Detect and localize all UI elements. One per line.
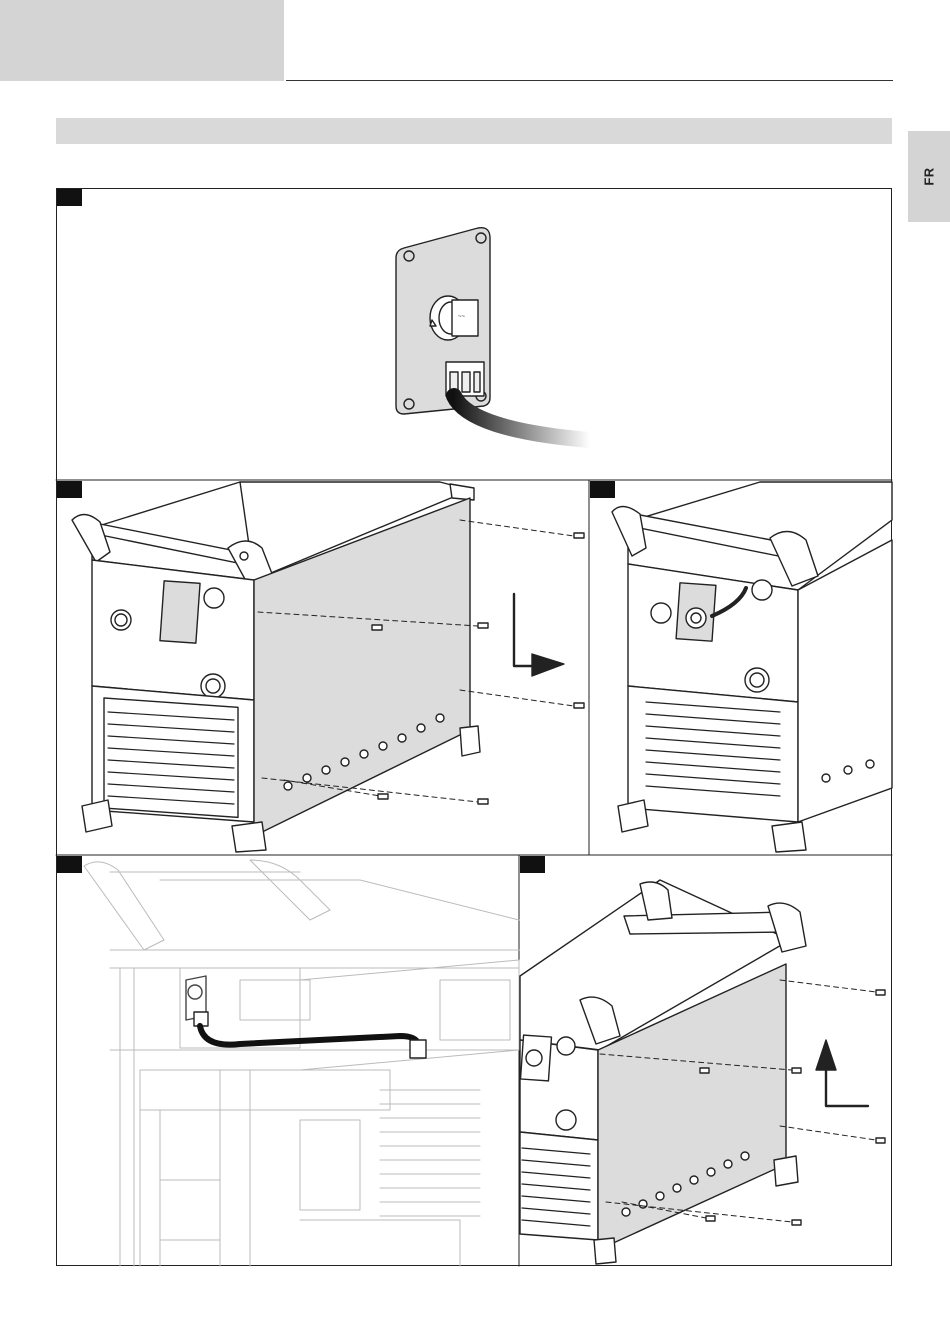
step-marker-5 [520, 856, 545, 873]
step-marker-2 [57, 481, 82, 498]
step-marker-3 [590, 481, 615, 498]
mount-socket-plate [612, 482, 892, 852]
step-marker-1 [57, 189, 82, 206]
step-marker-4 [57, 856, 82, 873]
remove-side-cover [72, 482, 584, 852]
svg-text:~~: ~~ [458, 314, 466, 320]
connect-cable-inside [84, 860, 519, 1266]
socket-plate-detail: ~~ [396, 228, 590, 440]
refit-side-cover [520, 880, 885, 1264]
